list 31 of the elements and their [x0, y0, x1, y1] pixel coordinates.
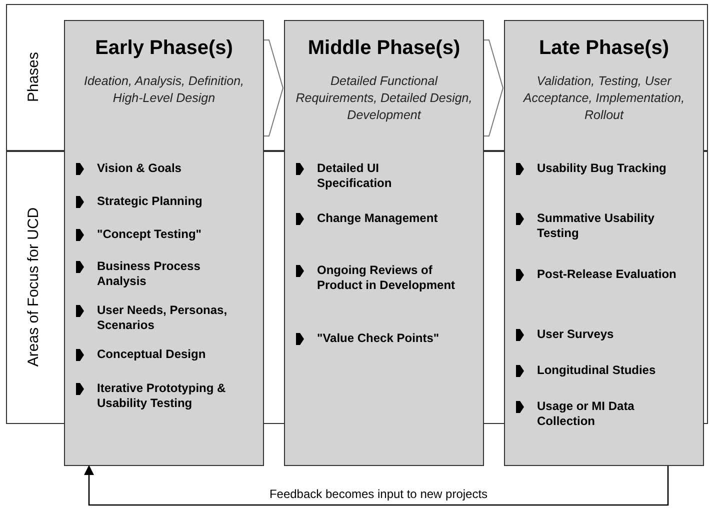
focus-area-text: Summative Usability Testing: [537, 211, 656, 241]
focus-area-text: Usability Bug Tracking: [537, 161, 668, 176]
phase-description: Ideation, Analysis, Definition, High-Level Design: [82, 73, 246, 107]
phase-column: [504, 20, 704, 466]
focus-area-text: Usage or MI Data Collection: [537, 399, 636, 429]
chevron-arrow: [484, 40, 504, 136]
row-label: Phases: [24, 52, 43, 102]
phase-description: Detailed Functional Requirements, Detailed Design, Development: [295, 73, 473, 124]
phase-heading: Early Phase(s): [94, 36, 234, 61]
focus-area-text: User Needs, Personas, Scenarios: [97, 303, 228, 333]
focus-area-text: Business Process Analysis: [97, 259, 202, 289]
focus-area-text: Vision & Goals: [97, 161, 182, 176]
focus-area-text: Post-Release Evaluation: [537, 267, 677, 282]
focus-area-text: "Value Check Points": [317, 331, 440, 346]
chevron-arrow: [264, 40, 284, 136]
phase-column: [284, 20, 484, 466]
focus-area-text: Conceptual Design: [97, 347, 207, 362]
focus-area-text: User Surveys: [537, 327, 615, 342]
row-label: Areas of Focus for UCD: [24, 207, 43, 367]
phase-heading: Middle Phase(s): [306, 36, 462, 61]
focus-area-text: Longitudinal Studies: [537, 363, 657, 378]
focus-area-text: Ongoing Reviews of Product in Development: [317, 263, 456, 293]
phase-heading: Late Phase(s): [538, 36, 670, 61]
phase-column: [64, 20, 264, 466]
focus-area-text: Detailed UI Specification: [317, 161, 393, 191]
feedback-arrow: [84, 465, 669, 506]
focus-area-text: Change Management: [317, 211, 439, 226]
focus-area-text: Iterative Prototyping & Usability Testing: [97, 381, 227, 411]
focus-area-text: Strategic Planning: [97, 194, 204, 209]
focus-area-text: "Concept Testing": [97, 227, 202, 242]
phase-description: Validation, Testing, User Acceptance, Implementation, Rollout: [522, 73, 686, 124]
